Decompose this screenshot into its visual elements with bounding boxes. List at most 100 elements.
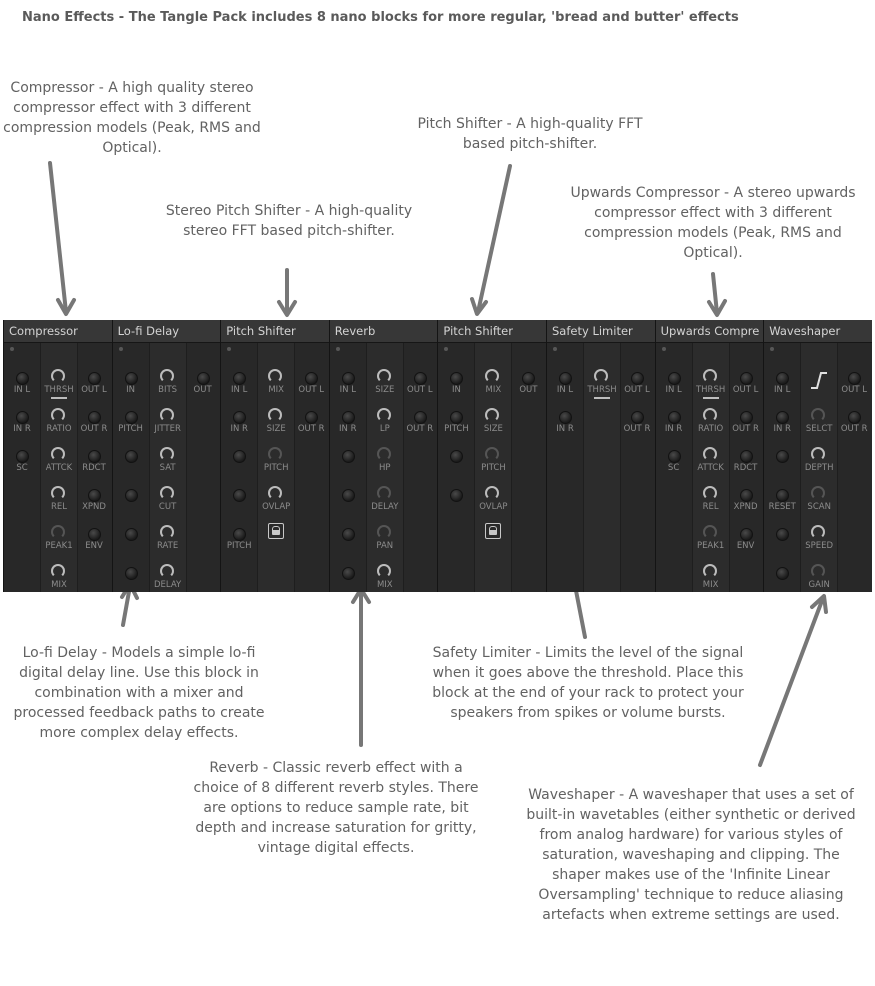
jack-socket-icon[interactable] [450,489,464,502]
jack-socket-icon[interactable] [848,411,862,424]
jack-slot-5[interactable] [113,561,149,595]
block-title[interactable]: Upwards Compre [655,320,764,343]
knob-ovlap[interactable]: OVLAP [258,483,294,517]
jack-socket-icon[interactable] [631,411,644,424]
jack-socket-icon[interactable] [16,411,29,424]
knob-depth[interactable]: DEPTH [801,444,837,478]
lock-icon[interactable] [268,523,285,539]
knob-icon[interactable] [376,486,391,500]
jack-socket-icon[interactable] [341,567,355,580]
jack-out-l[interactable]: OUT L [402,366,438,400]
knob-pitch[interactable]: PITCH [258,444,294,478]
knob-icon[interactable] [51,408,65,422]
jack-out-r[interactable]: OUT R [619,405,655,439]
knob-size[interactable]: SIZE [258,405,294,439]
jack-sc[interactable]: SC [656,444,692,478]
jack-pitch[interactable]: PITCH [113,405,149,439]
jack-socket-icon[interactable] [450,450,464,463]
jack-in[interactable]: IN [438,366,474,400]
knob-icon[interactable] [811,564,826,578]
knob-icon[interactable] [702,447,717,461]
jack-socket-icon[interactable] [88,450,101,463]
jack-in-l[interactable]: IN L [4,366,40,400]
block-title[interactable]: Pitch Shifter [221,320,330,343]
jack-socket-icon[interactable] [233,411,247,424]
knob-icon[interactable] [485,447,500,461]
knob-icon[interactable] [376,564,391,578]
jack-in-l[interactable]: IN L [330,366,366,400]
jack-socket-icon[interactable] [341,528,355,541]
jack-env[interactable]: ENV [76,522,112,556]
jack-socket-icon[interactable] [341,372,355,385]
jack-socket-icon[interactable] [305,411,319,424]
jack-xpnd[interactable]: XPND [728,483,764,517]
knob-icon[interactable] [702,369,717,383]
knob-icon[interactable] [51,447,65,461]
jack-socket-icon[interactable] [341,489,355,502]
knob-selct[interactable]: SELCT [801,405,837,439]
knob-icon[interactable] [268,369,283,383]
knob-mix[interactable]: MIX [258,366,294,400]
knob-sat[interactable]: SAT [150,444,186,478]
knob-delay[interactable]: DELAY [367,483,403,517]
knob-pan[interactable]: PAN [367,522,403,556]
jack-socket-icon[interactable] [667,372,681,385]
jack-socket-icon[interactable] [739,528,753,541]
jack-out-r[interactable]: OUT R [76,405,112,439]
jack-slot-3[interactable] [438,483,474,517]
jack-in-r[interactable]: IN R [764,405,800,439]
knob-icon[interactable] [811,486,826,500]
jack-socket-icon[interactable] [413,372,427,385]
knob-icon[interactable] [159,486,174,500]
jack-slot-4[interactable] [764,522,800,556]
jack-slot-3[interactable] [330,483,366,517]
knob-jitter[interactable]: JITTER [150,405,186,439]
jack-in-r[interactable]: IN R [547,405,583,439]
jack-slot-4[interactable] [330,522,366,556]
jack-socket-icon[interactable] [341,450,355,463]
jack-in[interactable]: IN [113,366,149,400]
lock-button[interactable] [258,522,294,556]
jack-socket-icon[interactable] [16,450,29,463]
jack-socket-icon[interactable] [341,411,355,424]
knob-attck[interactable]: ATTCK [41,444,77,478]
knob-mix[interactable]: MIX [475,366,511,400]
knob-hp[interactable]: HP [367,444,403,478]
knob-mix[interactable]: MIX [693,561,729,595]
jack-out[interactable]: OUT [185,366,221,400]
jack-slot-5[interactable] [330,561,366,595]
jack-in-l[interactable]: IN L [221,366,257,400]
jack-socket-icon[interactable] [848,372,862,385]
knob-icon[interactable] [159,408,174,422]
knob-rate[interactable]: RATE [150,522,186,556]
jack-socket-icon[interactable] [776,411,790,424]
knob-mix[interactable]: MIX [367,561,403,595]
knob-icon[interactable] [485,408,500,422]
knob-icon[interactable] [702,408,717,422]
jack-socket-icon[interactable] [450,411,464,424]
jack-env[interactable]: ENV [728,522,764,556]
jack-slot-2[interactable] [330,444,366,478]
knob-peak1[interactable]: PEAK1 [693,522,729,556]
knob-ratio[interactable]: RATIO [41,405,77,439]
knob-thrsh[interactable]: THRSH [693,366,729,400]
jack-out[interactable]: OUT [510,366,546,400]
wave-shape-selector[interactable] [801,366,837,400]
knob-pitch[interactable]: PITCH [475,444,511,478]
knob-rel[interactable]: REL [41,483,77,517]
knob-icon[interactable] [268,486,283,500]
jack-socket-icon[interactable] [124,567,138,580]
knob-icon[interactable] [51,486,65,500]
knob-icon[interactable] [51,369,65,383]
knob-thrsh[interactable]: THRSH [41,366,77,400]
jack-slot-2[interactable] [221,444,257,478]
jack-slot-5[interactable] [764,561,800,595]
jack-socket-icon[interactable] [413,411,427,424]
knob-attck[interactable]: ATTCK [693,444,729,478]
